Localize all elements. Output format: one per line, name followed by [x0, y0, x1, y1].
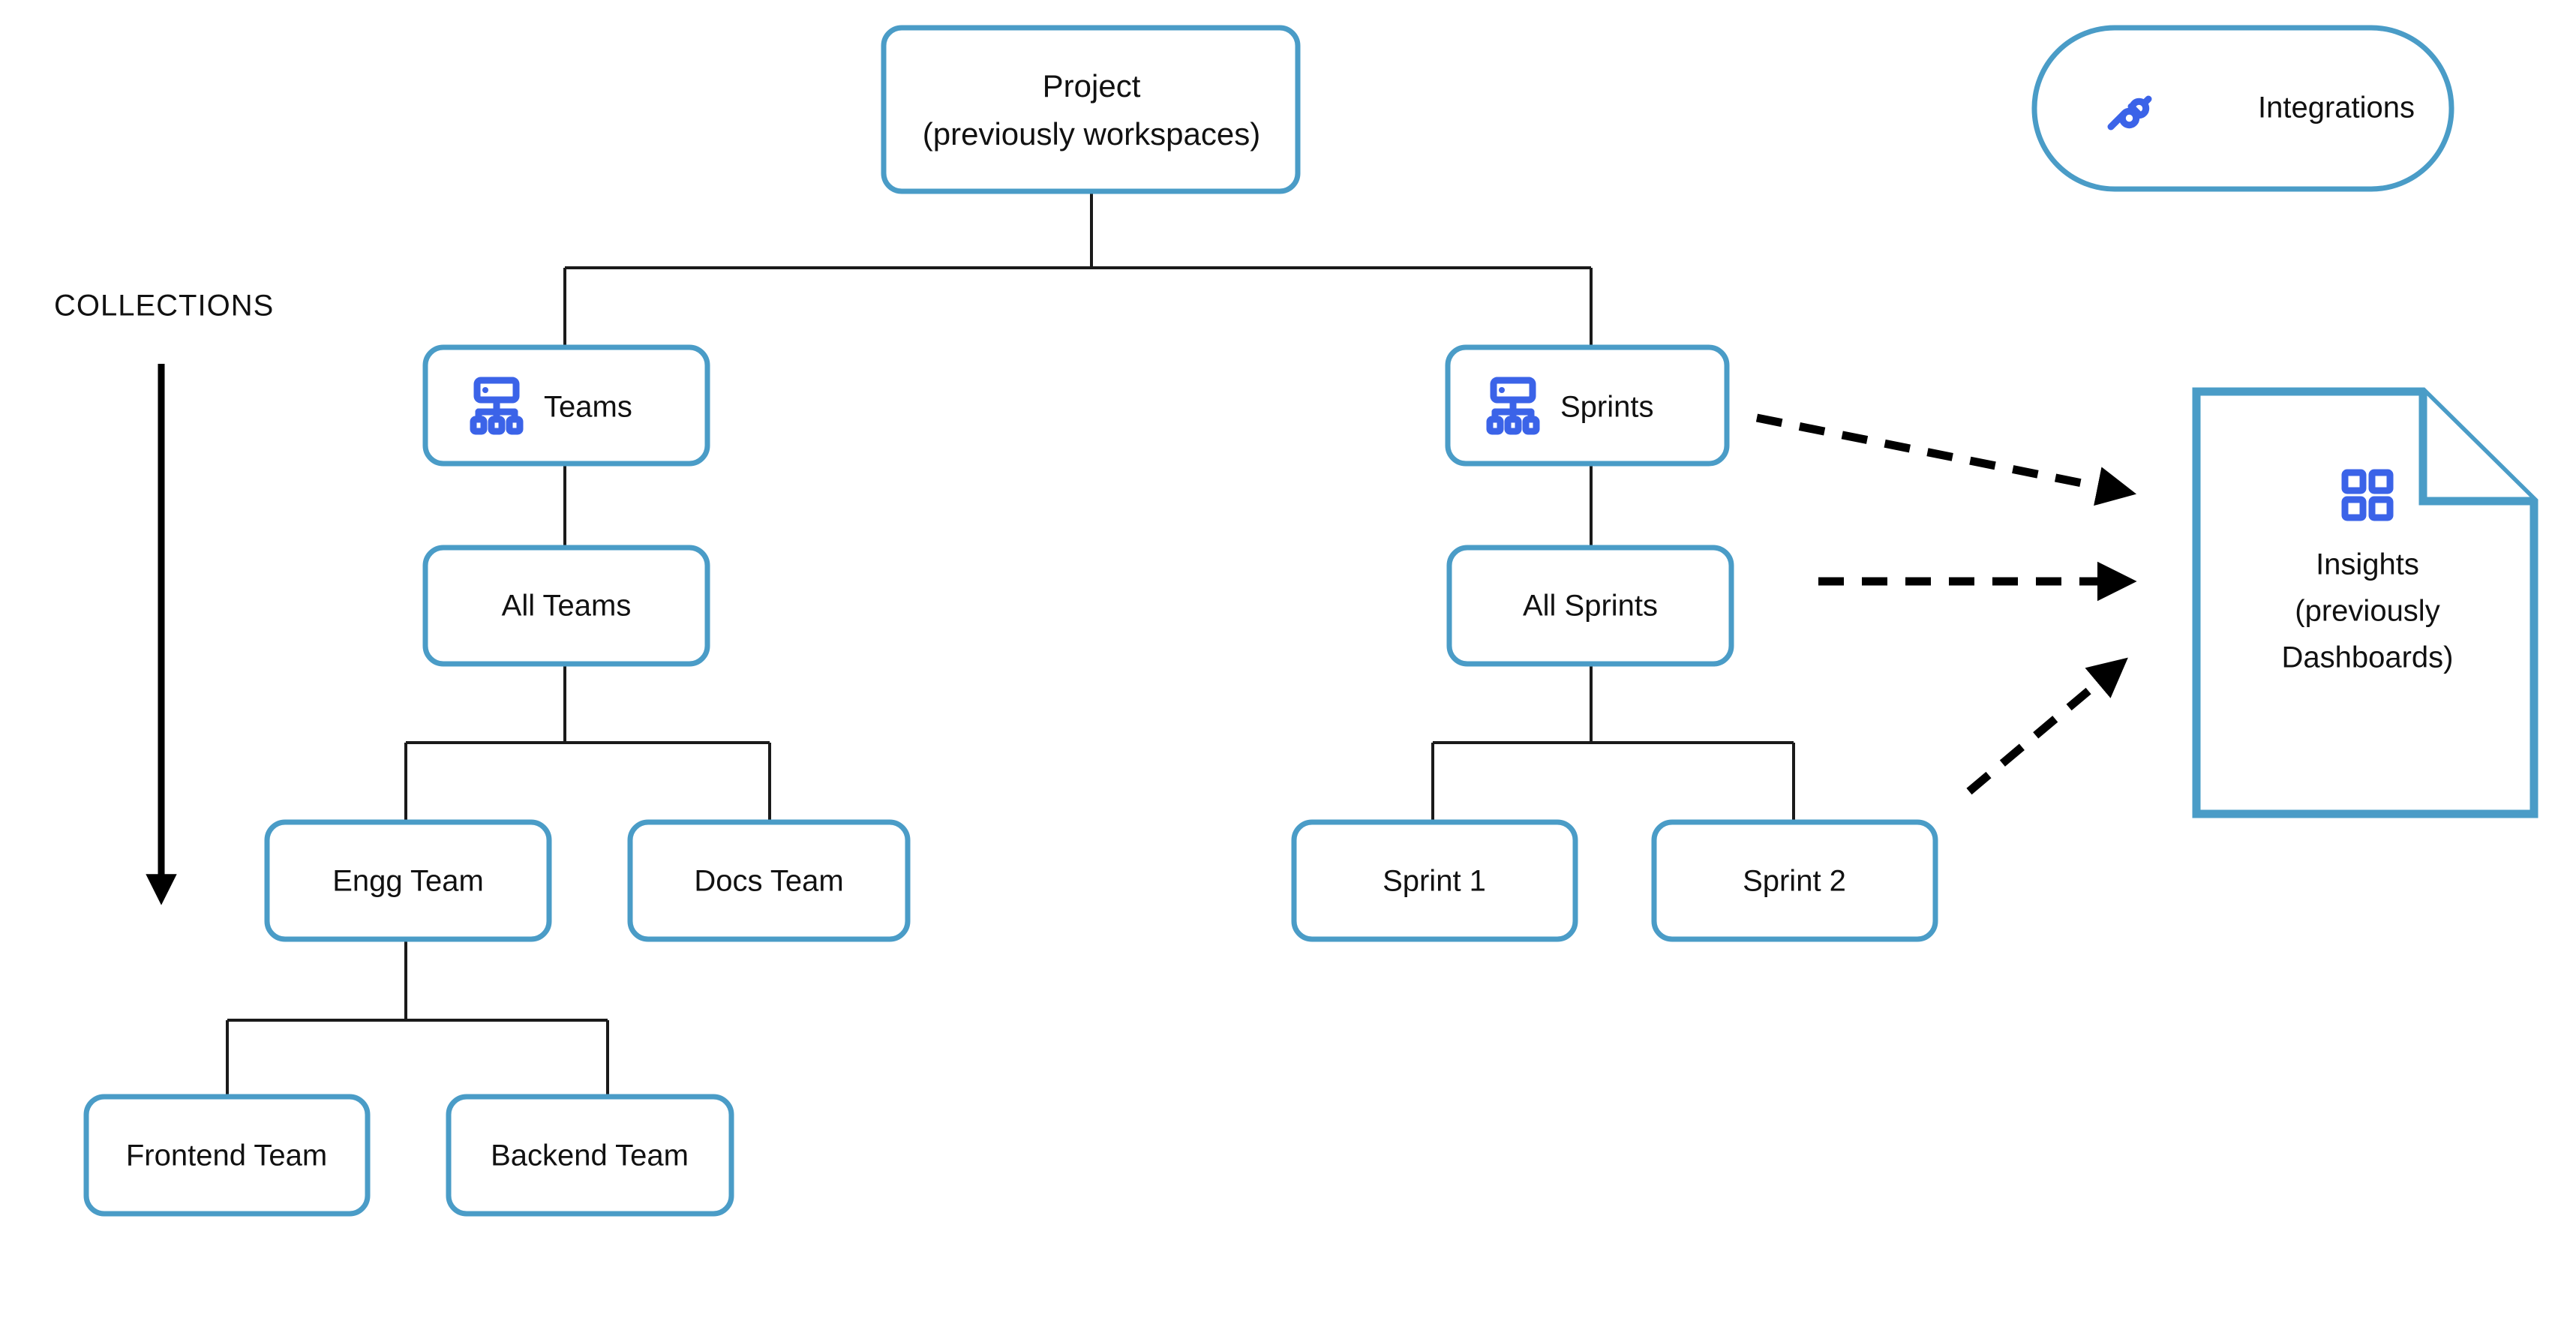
node-insights-line1: Insights: [2316, 548, 2419, 581]
node-frontend-team[interactable]: Frontend Team: [83, 1094, 371, 1217]
node-insights[interactable]: Insights (previously Dashboards): [2192, 387, 2538, 818]
hierarchy-icon: [470, 377, 524, 435]
node-backend-team-label: Backend Team: [491, 1139, 689, 1172]
arrow-sprints-to-insights: [1755, 413, 2137, 506]
node-backend-team[interactable]: Backend Team: [446, 1094, 734, 1217]
node-engg-team[interactable]: Engg Team: [264, 819, 552, 942]
node-sprint-1-label: Sprint 1: [1383, 865, 1486, 898]
node-insights-line3: Dashboards): [2281, 641, 2453, 674]
node-engg-team-label: Engg Team: [332, 865, 484, 898]
node-docs-team[interactable]: Docs Team: [627, 819, 911, 942]
node-sprint-1[interactable]: Sprint 1: [1291, 819, 1578, 942]
node-sprint-2[interactable]: Sprint 2: [1651, 819, 1938, 942]
plug-connector-icon: [2107, 95, 2152, 131]
dashed-arrow-group: [1755, 413, 2137, 795]
node-integrations-pill[interactable]: [2031, 25, 2454, 192]
node-all-sprints[interactable]: All Sprints: [1446, 545, 1734, 667]
grid-2x2-icon: [2341, 469, 2394, 521]
node-project-line1: Project: [1043, 68, 1141, 104]
node-project[interactable]: Project (previously workspaces): [881, 25, 1301, 194]
node-integrations[interactable]: Integrations: [2031, 25, 2454, 192]
node-teams-label: Teams: [544, 391, 632, 424]
node-frontend-team-box[interactable]: [83, 1094, 371, 1217]
node-all-teams-label: All Teams: [502, 590, 632, 623]
node-docs-team-box[interactable]: [627, 819, 911, 942]
node-insights-line2: (previously: [2295, 595, 2439, 628]
node-all-sprints-label: All Sprints: [1523, 590, 1658, 623]
node-sprint-2-label: Sprint 2: [1743, 865, 1846, 898]
arrow-sprint2-to-insights: [1966, 657, 2128, 795]
node-sprints-box[interactable]: [1445, 344, 1730, 467]
node-integrations-label: Integrations: [2258, 92, 2415, 125]
node-project-line2: (previously workspaces): [923, 116, 1260, 152]
node-frontend-team-label: Frontend Team: [126, 1139, 327, 1172]
node-sprints[interactable]: Sprints: [1445, 344, 1730, 467]
node-sprint-1-box[interactable]: [1291, 819, 1578, 942]
collections-label: COLLECTIONS: [54, 290, 274, 323]
node-sprints-label: Sprints: [1560, 391, 1654, 424]
node-engg-team-box[interactable]: [264, 819, 552, 942]
node-backend-team-box[interactable]: [446, 1094, 734, 1217]
node-insights-fold-corner: [2418, 392, 2534, 506]
connector-group: [226, 191, 1795, 1097]
node-teams[interactable]: Teams: [422, 344, 710, 467]
node-sprint-2-box[interactable]: [1651, 819, 1938, 942]
node-project-box[interactable]: [881, 25, 1301, 194]
node-docs-team-label: Docs Team: [694, 865, 843, 898]
node-all-teams[interactable]: All Teams: [422, 545, 710, 667]
node-all-teams-box[interactable]: [422, 545, 710, 667]
node-all-sprints-box[interactable]: [1446, 545, 1734, 667]
hierarchy-icon: [1486, 377, 1540, 435]
